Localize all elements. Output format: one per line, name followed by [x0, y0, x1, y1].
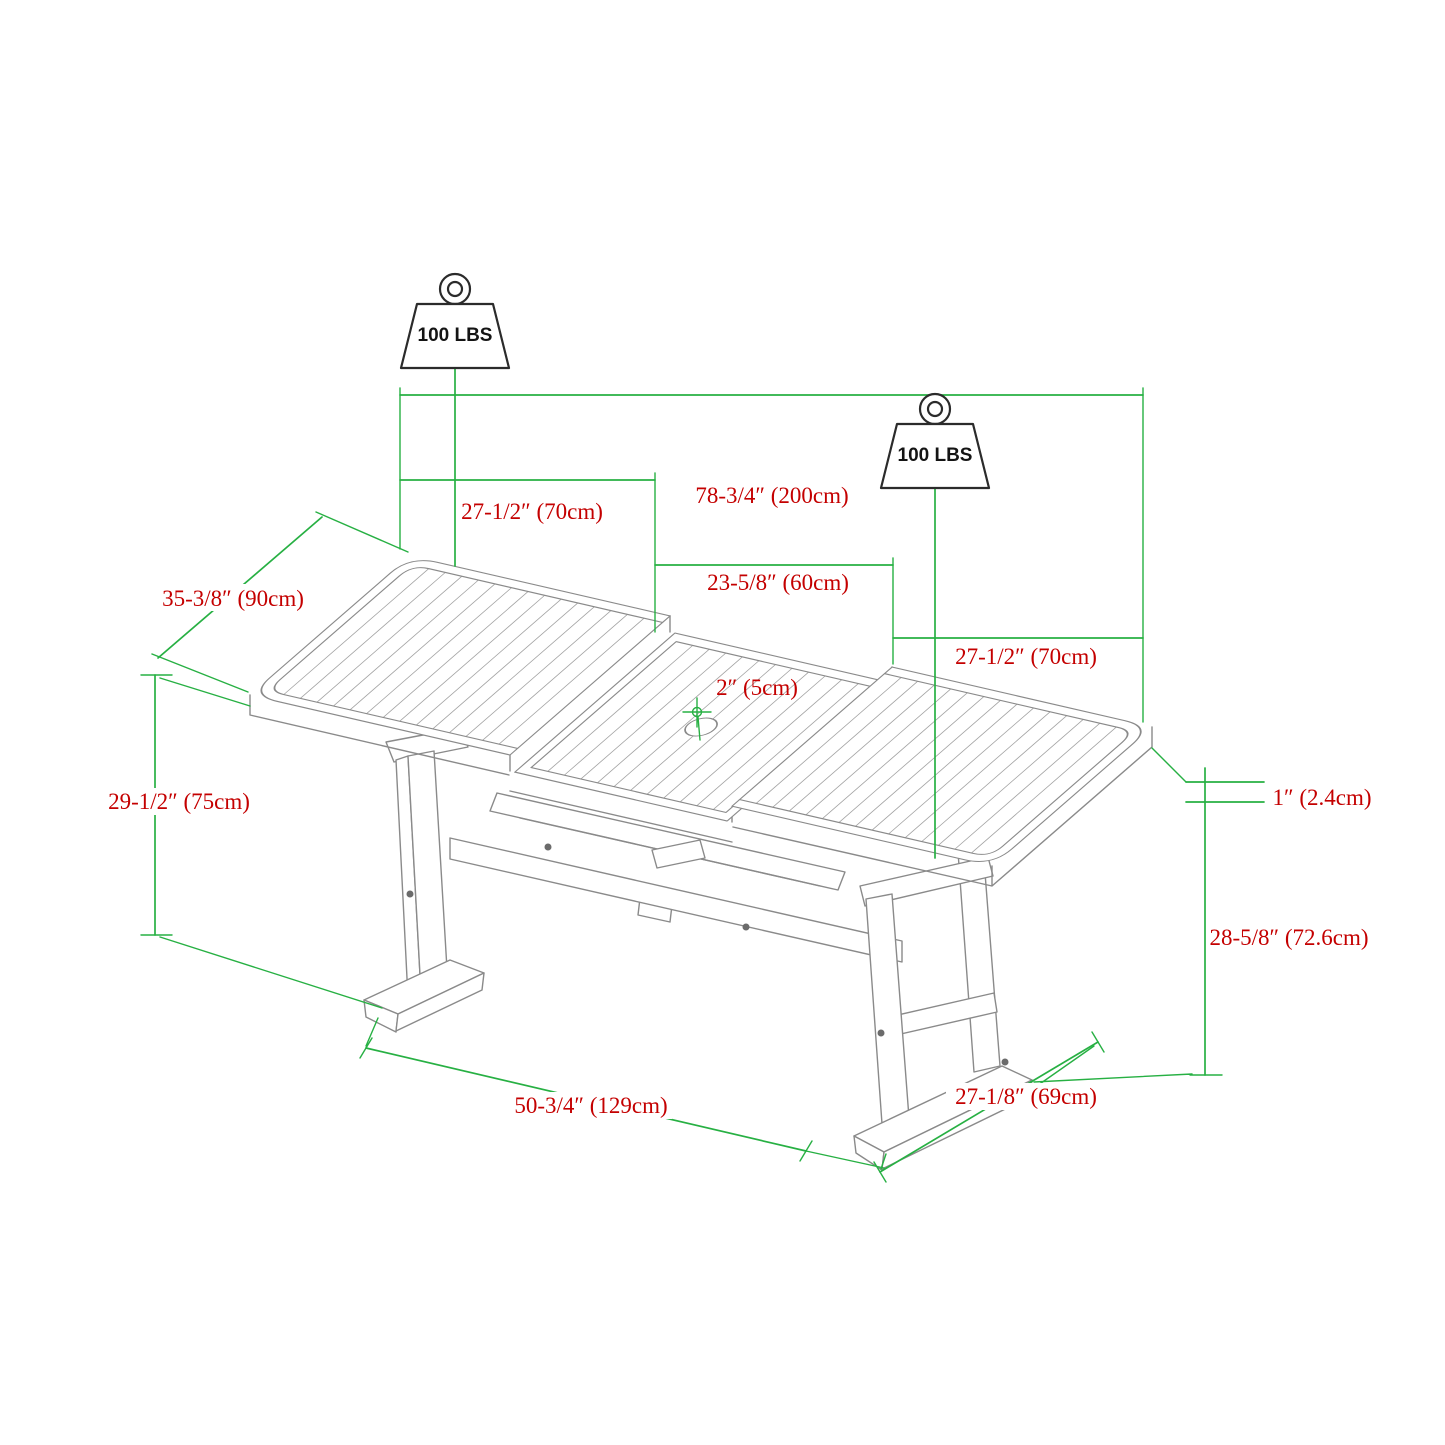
left-trestle-leg [363, 727, 485, 1033]
dim-height-left [140, 674, 383, 1009]
weight-icon-right: 100 LBS [879, 392, 991, 490]
stretcher-beam [449, 837, 903, 963]
weight-label-left: 100 LBS [418, 325, 493, 346]
tabletop-middle-leaf [514, 632, 889, 822]
label-height-left: 29-1/2″ (75cm) [108, 789, 250, 814]
dimension-labels: 78-3/4″ (200cm) 27-1/2″ (70cm) 23-5/8″ (… [106, 483, 1372, 1119]
label-right-section: 27-1/2″ (70cm) [955, 644, 1097, 669]
dim-total-length [399, 387, 1144, 723]
dim-top-thickness [1151, 747, 1265, 803]
right-trestle-leg [853, 846, 1033, 1171]
bolt-heads [406, 843, 1009, 1066]
dim-middle-leaf [654, 557, 894, 665]
label-middle-leaf: 23-5/8″ (60cm) [707, 570, 849, 595]
label-width: 35-3/8″ (90cm) [162, 586, 304, 611]
weight-icon-left: 100 LBS [399, 272, 511, 370]
label-umbrella-hole: 2″ (5cm) [716, 675, 798, 700]
label-height-right: 28-5/8″ (72.6cm) [1209, 925, 1368, 950]
label-total-length: 78-3/4″ (200cm) [695, 483, 848, 508]
label-left-section: 27-1/2″ (70cm) [461, 499, 603, 524]
tabletop-edge-band [249, 615, 1153, 887]
dim-height-right [1033, 767, 1223, 1083]
dim-umbrella-hole [682, 697, 712, 741]
tabletop-main-sections [260, 560, 1142, 862]
umbrella-hole [684, 717, 718, 737]
label-base-length: 50-3/4″ (129cm) [514, 1093, 667, 1118]
label-base-depth: 27-1/8″ (69cm) [955, 1084, 1097, 1109]
weight-label-right: 100 LBS [898, 445, 973, 466]
dim-left-section [399, 472, 656, 633]
label-top-thickness: 1″ (2.4cm) [1273, 785, 1372, 810]
